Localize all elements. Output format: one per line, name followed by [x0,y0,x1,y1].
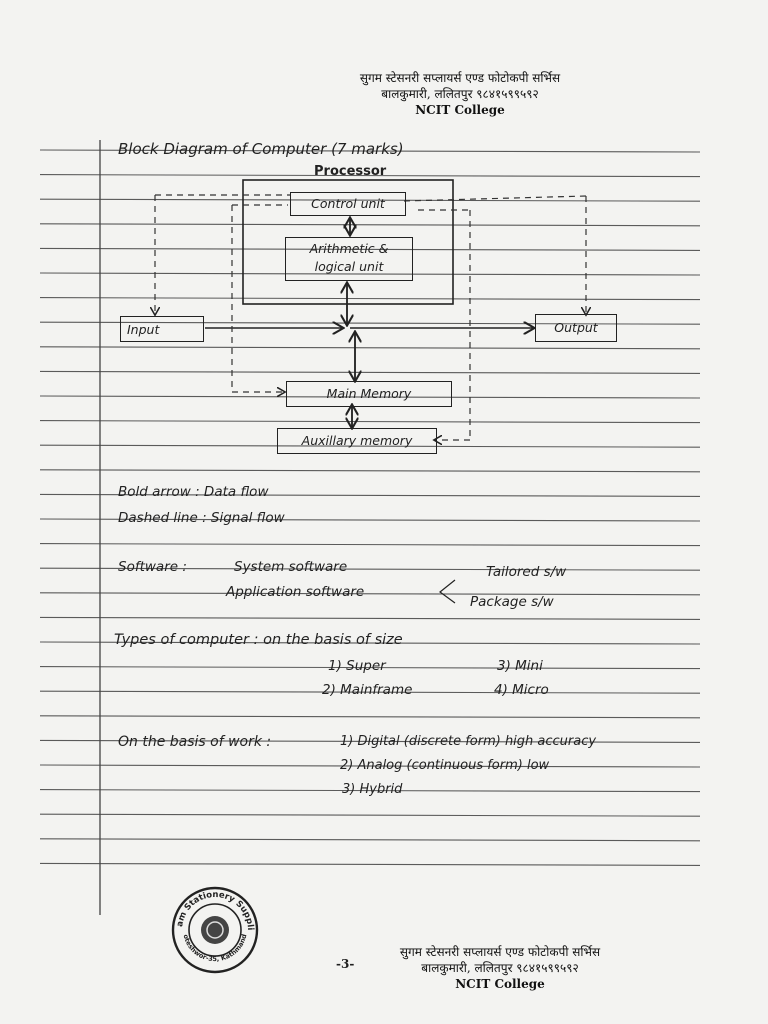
legend-signal-flow: Dashed line : Signal flow [118,510,285,526]
ruled-line [39,592,701,596]
package-software: Package s/w [470,594,554,610]
type-mainframe: 2) Mainframe [322,682,413,698]
application-software: Application software [226,584,365,600]
ruled-line [39,518,701,522]
ruled-line [39,346,701,350]
top-header: सुगम स्टेसनरी सप्लायर्स एण्ड फोटोकपी सर्… [300,70,620,118]
system-software: System software [234,559,348,575]
software-brace [439,579,456,604]
ruled-line [39,174,701,178]
ruled-line [39,764,701,768]
ruled-line [39,198,701,202]
ruled-line [39,469,701,473]
ruled-line [39,543,701,547]
ruled-line [39,297,701,301]
alu-label-line1: Arithmetic & [309,241,389,256]
header-college: NCIT College [415,103,505,117]
ruled-line [39,420,701,424]
input-label: Input [127,322,160,337]
main-memory-label: Main Memory [326,386,412,401]
ruled-line [39,247,701,251]
ruled-line [39,493,701,497]
ruled-line [39,444,701,448]
type-analog: 2) Analog (continuous form) low [340,758,550,773]
input-box: Input [120,316,204,342]
alu-label-line2: logical unit [314,259,384,274]
alu-box: Arithmetic & logical unit [285,237,413,281]
footer-college: NCIT College [455,977,545,991]
output-label: Output [554,320,598,335]
legend-data-flow: Bold arrow : Data flow [118,484,269,500]
ruled-line [39,616,701,620]
auxiliary-memory-label: Auxillary memory [301,433,413,448]
ruled-line [39,370,701,374]
type-mini: 3) Mini [497,658,543,674]
auxiliary-memory-box: Auxillary memory [277,428,437,454]
types-work-heading: On the basis of work : [118,734,272,750]
control-unit-label: Control unit [311,196,385,211]
software-label: Software : [118,559,187,575]
ruled-line [39,666,701,670]
type-hybrid: 3) Hybrid [342,782,403,797]
ruled-line [39,395,701,399]
processor-label: Processor [314,164,387,179]
ruled-line [39,690,701,694]
ruled-line [39,813,701,817]
stamp-seal: Sugam Stationery Suppliers Koteshwor-35,… [167,878,260,975]
types-size-heading: Types of computer : on the basis of size [114,632,403,648]
ruled-line [39,321,701,325]
ruled-line [39,838,701,842]
type-digital: 1) Digital (discrete form) high accuracy [340,734,597,749]
type-super: 1) Super [328,658,386,674]
control-unit-box: Control unit [290,192,406,216]
page-number: -3- [336,957,355,971]
tailored-software: Tailored s/w [486,564,567,580]
notes-title: Block Diagram of Computer (7 marks) [118,140,404,158]
type-micro: 4) Micro [494,682,549,698]
footer-line2: बालकुमारी, ललितपुर ९८४१५९९५९२ [421,961,579,975]
ruled-line [39,223,701,227]
ruled-line [39,641,701,645]
ruled-line [39,715,701,719]
main-memory-box: Main Memory [286,381,452,407]
bottom-footer: सुगम स्टेसनरी सप्लायर्स एण्ड फोटोकपी सर्… [360,944,640,992]
processor-box [242,179,454,305]
header-line1: सुगम स्टेसनरी सप्लायर्स एण्ड फोटोकपी सर्… [359,71,561,85]
ruled-line [39,862,701,866]
output-box: Output [535,314,617,342]
header-line2: बालकुमारी, ललितपुर ९८४१५९९५९२ [381,87,539,101]
ruled-line [39,567,701,571]
ruled-line [39,272,701,276]
ruled-line [39,789,701,793]
ruled-line [39,149,701,153]
footer-line1: सुगम स्टेसनरी सप्लायर्स एण्ड फोटोकपी सर्… [399,945,601,959]
ruled-line [39,739,701,743]
